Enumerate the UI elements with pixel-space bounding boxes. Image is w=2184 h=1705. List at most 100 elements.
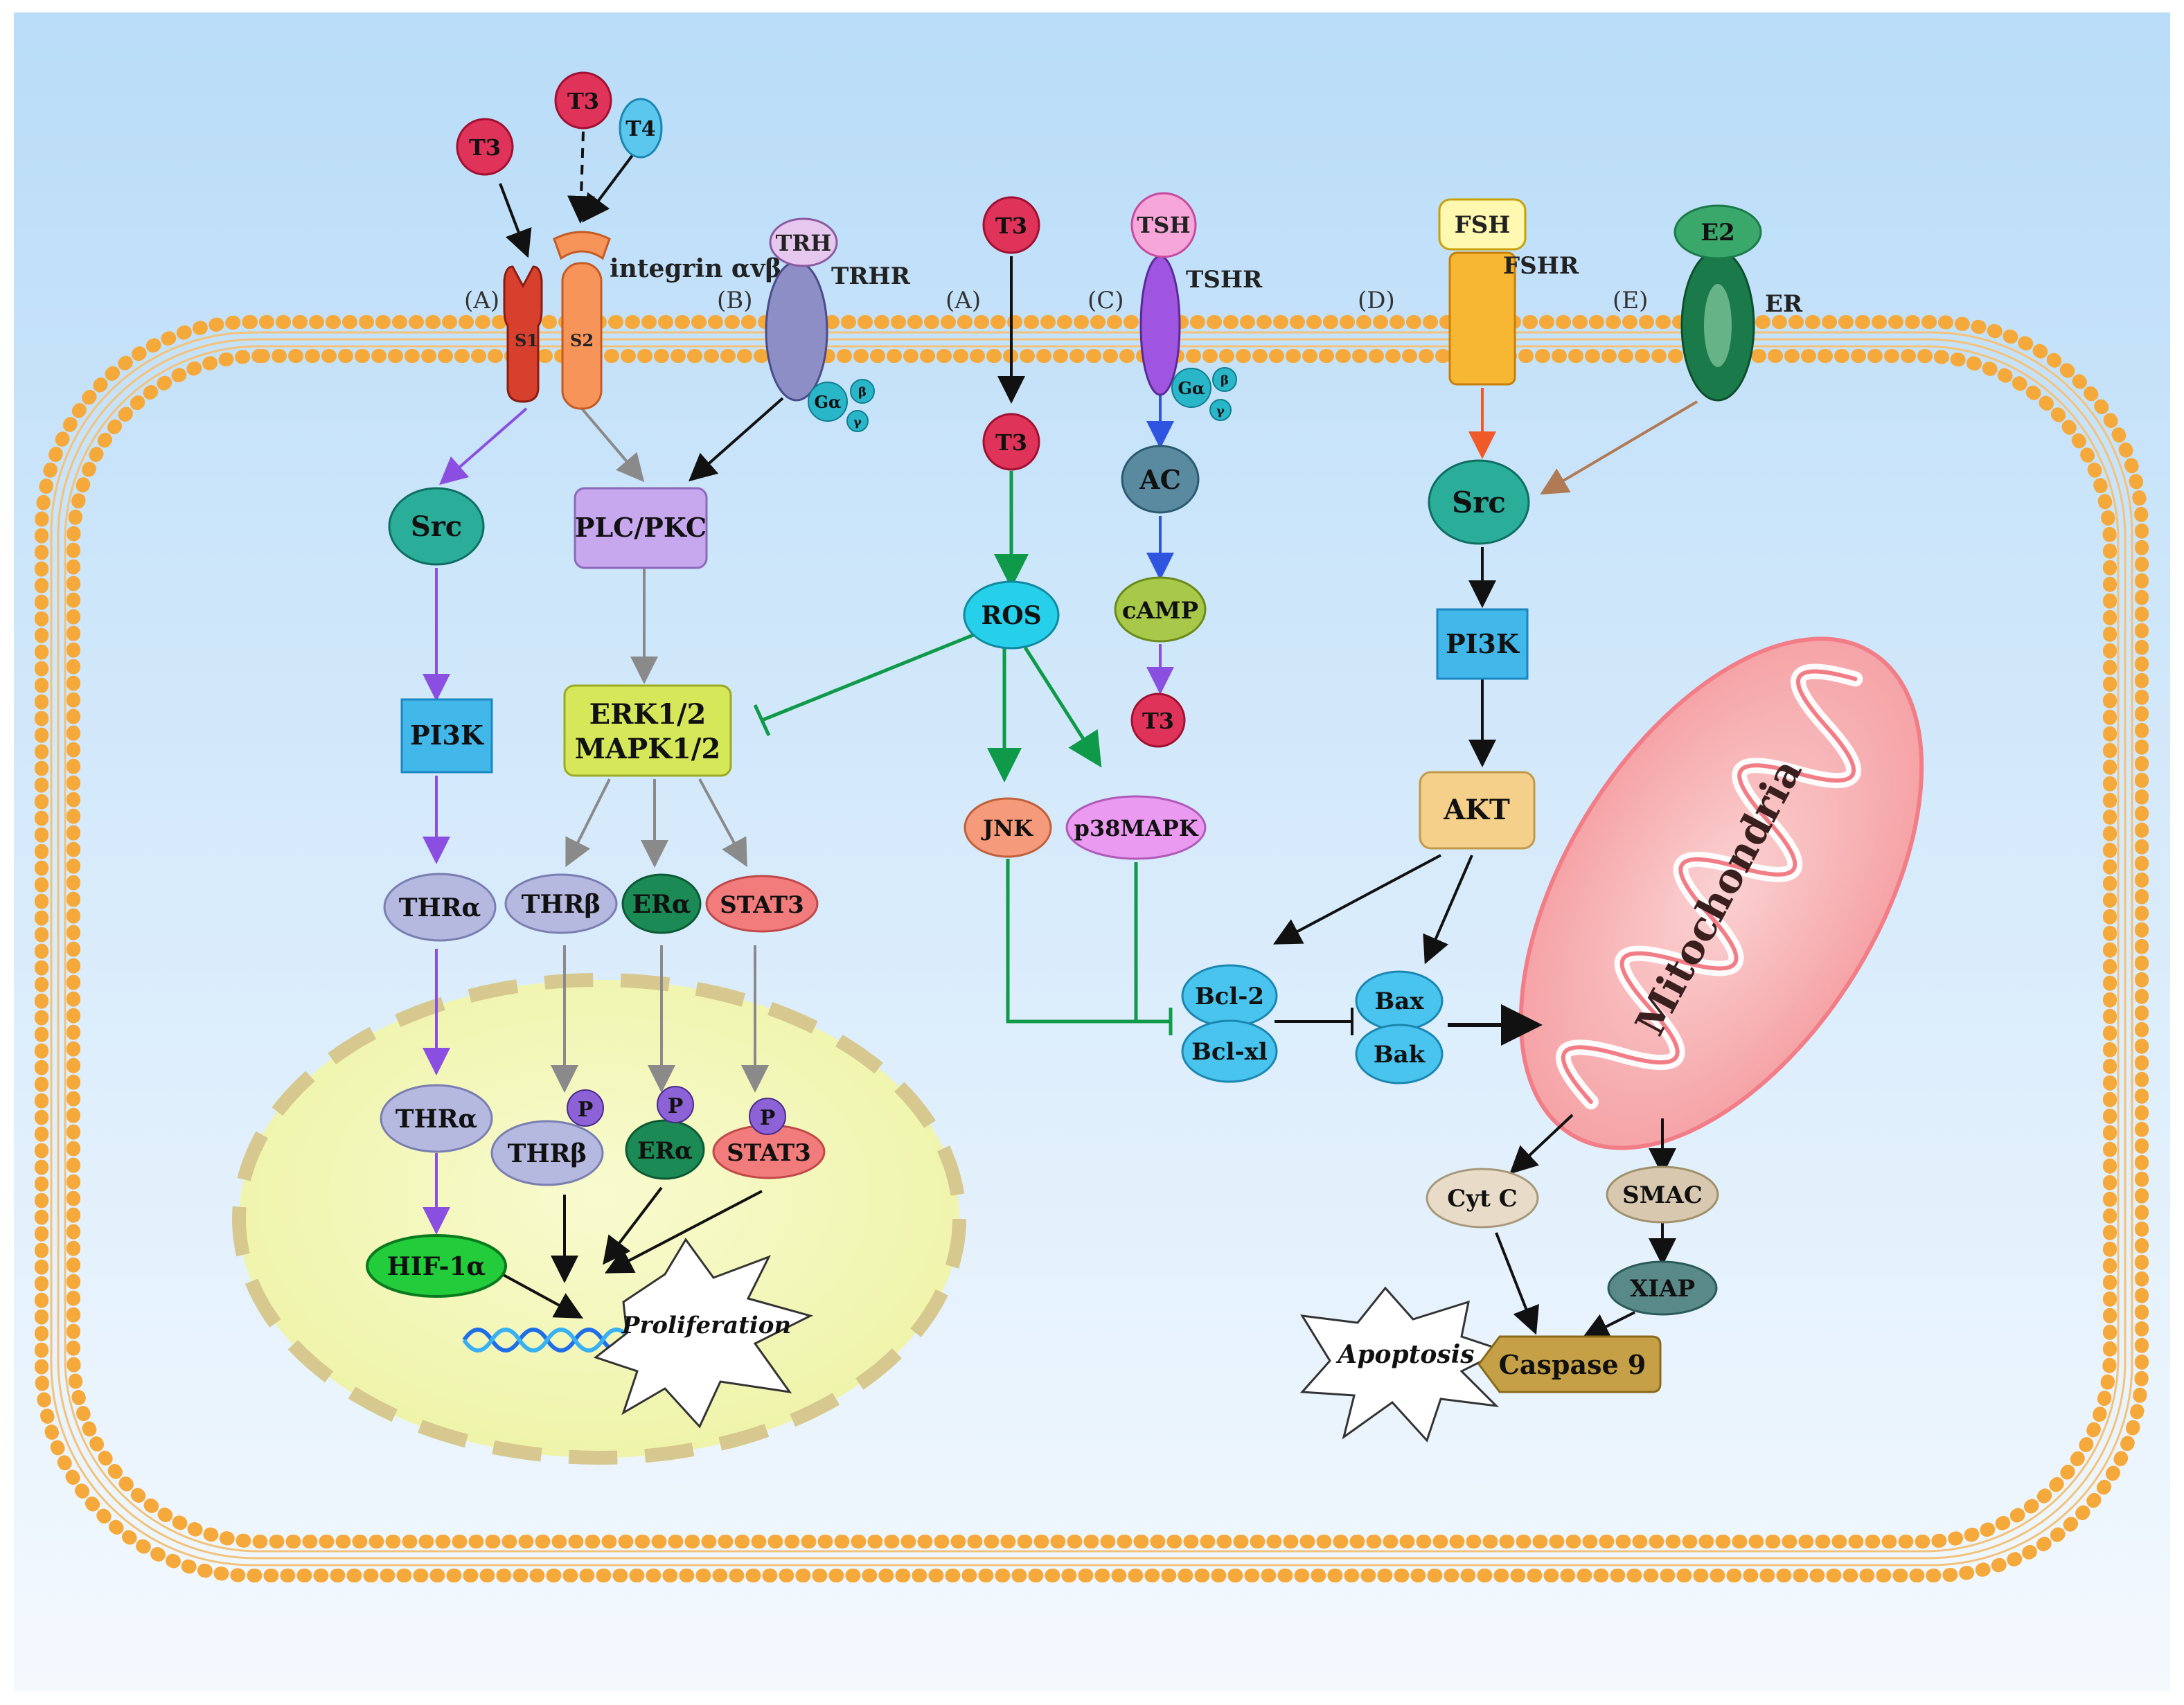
t4-ligand: T4	[619, 98, 663, 159]
apoptosis-burst: Apoptosis	[1299, 1286, 1506, 1443]
svg-text:P: P	[668, 1094, 684, 1118]
t3-internal-node: T3	[982, 413, 1040, 471]
er-label: ER	[1765, 290, 1803, 318]
phospho-stat3	[749, 1098, 786, 1135]
trh-label: TRH	[776, 230, 832, 256]
nuclear-thrb: THRβ P	[490, 1089, 604, 1186]
svg-text:Bcl-2: Bcl-2	[1195, 983, 1264, 1010]
svg-text:Bak: Bak	[1374, 1041, 1426, 1069]
apoptosis-label: Apoptosis	[1335, 1340, 1474, 1369]
bcl2-node: Bcl-2	[1181, 964, 1278, 1028]
tsh-label: TSH	[1137, 212, 1190, 238]
panel-label-a1: (A)	[464, 287, 499, 314]
jnk-node: JNK	[964, 797, 1052, 858]
pi3k-node-left: PI3K	[400, 698, 493, 774]
pi3k-node-right: PI3K	[1436, 608, 1529, 680]
camp-node: cAMP	[1114, 576, 1207, 643]
svg-text:Bcl-xl: Bcl-xl	[1191, 1038, 1268, 1066]
svg-text:Caspase 9: Caspase 9	[1499, 1349, 1646, 1380]
svg-text:Src: Src	[1452, 485, 1506, 519]
panel-label-b: (B)	[717, 287, 753, 314]
src-node-right: Src	[1428, 459, 1530, 545]
svg-text:ERα: ERα	[632, 890, 691, 919]
fsh-label: FSH	[1455, 211, 1511, 239]
t3-free-ligand: T3	[982, 196, 1040, 254]
nucleus	[232, 973, 966, 1465]
svg-text:ERα: ERα	[637, 1137, 693, 1165]
svg-text:AKT: AKT	[1443, 794, 1510, 826]
svg-text:AC: AC	[1139, 464, 1181, 495]
g-protein-tshr: Gα β γ	[1171, 367, 1237, 421]
cytc-node: Cyt C	[1426, 1168, 1539, 1229]
bax-node: Bax	[1355, 970, 1444, 1031]
g-alpha-trhr: Gα	[815, 392, 842, 412]
panel-label-d: (D)	[1358, 287, 1395, 314]
phospho-era	[657, 1086, 694, 1123]
svg-text:STAT3: STAT3	[720, 891, 804, 919]
svg-text:THRα: THRα	[396, 1105, 477, 1134]
t3-camp-node: T3	[1130, 693, 1186, 748]
tshr-receptor: TSH TSHR	[1130, 192, 1263, 396]
caspase9-node: Caspase 9	[1477, 1335, 1662, 1393]
g-protein-trhr: Gα β γ	[808, 379, 875, 432]
smac-node: SMAC	[1606, 1166, 1719, 1224]
svg-text:PI3K: PI3K	[410, 720, 485, 751]
proliferation-label: Proliferation	[621, 1312, 791, 1339]
svg-text:Src: Src	[411, 510, 462, 543]
phospho-thrb	[567, 1089, 604, 1127]
hif-1a-node: HIF-1α	[366, 1234, 507, 1298]
fshr-label: FSHR	[1503, 252, 1579, 280]
svg-text:T4: T4	[625, 117, 655, 141]
thra-node: THRα	[383, 873, 497, 942]
panel-label-c: (C)	[1087, 287, 1124, 314]
svg-text:JNK: JNK	[981, 815, 1033, 841]
plc-pkc-node: PLC/PKC	[574, 487, 708, 569]
svg-text:THRα: THRα	[399, 893, 481, 922]
s1-label: S1	[515, 330, 538, 350]
xiap-node: XIAP	[1607, 1260, 1718, 1316]
fshr-receptor: FSH FSHR	[1438, 198, 1579, 386]
s1-receptor: S1	[503, 265, 543, 403]
panel-label-e: (E)	[1613, 287, 1648, 314]
svg-text:HIF-1α: HIF-1α	[387, 1252, 486, 1281]
svg-text:Cyt C: Cyt C	[1447, 1185, 1517, 1213]
svg-text:MAPK1/2: MAPK1/2	[575, 733, 720, 765]
svg-text:ROS: ROS	[981, 601, 1041, 630]
p38mapk-node: p38MAPK	[1065, 795, 1207, 860]
svg-text:Bax: Bax	[1374, 988, 1424, 1015]
bclxl-node: Bcl-xl	[1181, 1019, 1278, 1083]
svg-text:T3: T3	[567, 88, 599, 114]
akt-node: AKT	[1419, 771, 1536, 850]
svg-text:ERK1/2: ERK1/2	[589, 698, 707, 731]
src-node-left: Src	[388, 487, 485, 566]
panel-labels: (A) (B) (A) (C) (D) (E)	[464, 287, 1648, 314]
ros-node: ROS	[963, 580, 1060, 650]
era-node: ERα	[621, 873, 702, 934]
svg-text:T3: T3	[1142, 708, 1174, 734]
thrb-node: THRβ	[504, 873, 618, 934]
svg-text:P: P	[578, 1098, 594, 1122]
trhr-receptor: TRH TRHR	[765, 217, 911, 402]
svg-text:cAMP: cAMP	[1122, 597, 1198, 625]
svg-text:T3: T3	[995, 429, 1027, 456]
t3-ligand-s2: T3	[554, 71, 612, 130]
svg-text:SMAC: SMAC	[1622, 1181, 1703, 1209]
svg-text:p38MAPK: p38MAPK	[1074, 815, 1198, 841]
er-receptor: E2 ER	[1673, 204, 1803, 402]
svg-text:STAT3: STAT3	[727, 1139, 810, 1167]
proliferation-burst: Proliferation	[593, 1238, 814, 1429]
stat3-node: STAT3	[705, 875, 819, 933]
arrows	[423, 131, 1698, 1339]
svg-text:T3: T3	[995, 213, 1027, 239]
svg-text:XIAP: XIAP	[1630, 1275, 1695, 1303]
s2-label: S2	[570, 330, 594, 350]
ac-node: AC	[1121, 445, 1200, 514]
trhr-label: TRHR	[831, 262, 911, 290]
s2-receptor: S2	[553, 231, 611, 410]
nuclear-stat3: STAT3 P	[712, 1098, 826, 1179]
svg-text:PLC/PKC: PLC/PKC	[575, 512, 707, 543]
tshr-label: TSHR	[1186, 266, 1263, 294]
bak-node: Bak	[1355, 1024, 1444, 1084]
g-alpha-tshr: Gα	[1178, 378, 1205, 398]
